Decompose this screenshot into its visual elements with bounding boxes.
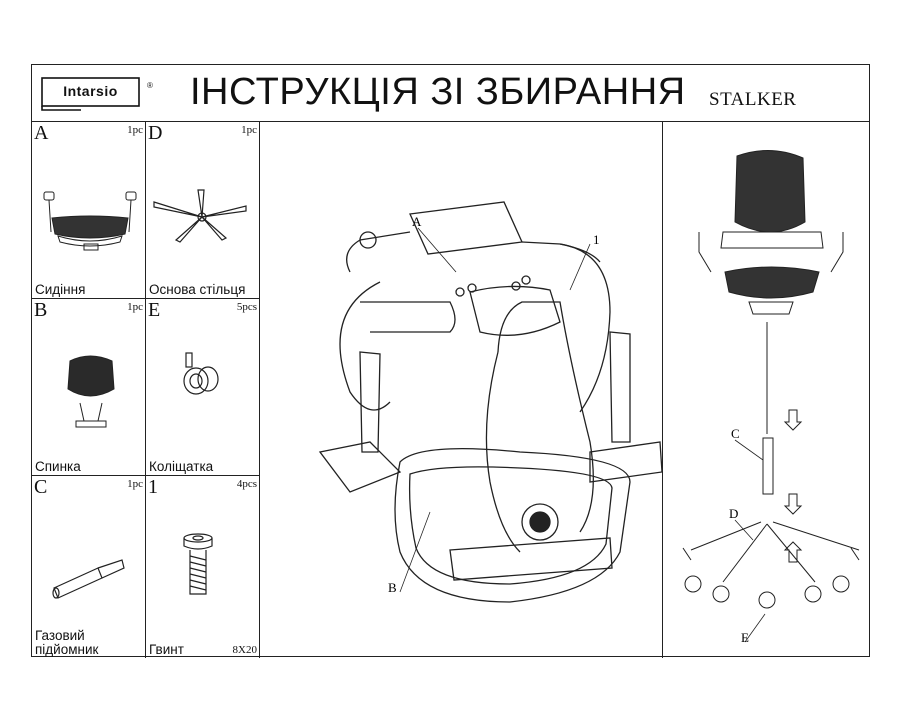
part-letter: C <box>34 476 48 498</box>
final-assembly-illustration: C D E <box>682 149 860 645</box>
part-quantity: 1pc <box>127 124 143 136</box>
part-quantity: 5pcs <box>236 301 257 313</box>
part-quantity: 1pc <box>127 478 143 490</box>
callout-b: B <box>388 580 397 595</box>
callout-1: 1 <box>593 232 600 247</box>
screw-illustration <box>183 533 213 595</box>
seat-illustration <box>43 191 137 251</box>
logo-frame <box>41 77 140 111</box>
part-letter: B <box>34 299 48 321</box>
part-quantity: 4pcs <box>236 478 257 490</box>
gas-lift-illustration <box>52 559 125 599</box>
part-cell-b: B 1pc Спинка <box>32 299 146 476</box>
part-letter: E <box>148 299 161 321</box>
callout-a: A <box>412 214 422 229</box>
part-cell-e: E 5pcs Коліщатка <box>146 299 260 476</box>
part-name: Коліщатка <box>149 459 214 474</box>
registered-mark: ® <box>147 81 153 90</box>
center-assembly-panel: A 1 B <box>260 122 663 658</box>
part-name: Гвинт <box>149 642 184 657</box>
part-spec: 8X20 <box>232 644 257 656</box>
part-letter: A <box>34 122 49 144</box>
part-quantity: 1pc <box>241 124 257 136</box>
part-cell-screw: 1 4pcs Гвинт 8X20 <box>146 476 260 658</box>
model-name: STALKER <box>709 89 797 110</box>
part-name: Сидіння <box>35 282 86 297</box>
callout-d: D <box>729 506 738 521</box>
assembly-illustration: A 1 B <box>318 201 663 603</box>
part-name: Спинка <box>35 459 81 474</box>
backrest-illustration <box>67 355 115 428</box>
brand-logo: Intarsio ® <box>41 77 153 111</box>
base-illustration <box>153 189 247 243</box>
part-cell-c: C 1pc Газовий підйомник <box>32 476 146 658</box>
callout-e: E <box>741 630 749 645</box>
part-letter: D <box>148 122 163 144</box>
caster-illustration <box>183 352 219 395</box>
header: Intarsio ® ІНСТРУКЦІЯ ЗІ ЗБИРАННЯ STALKE… <box>32 65 869 122</box>
logo-text: Intarsio <box>63 83 118 99</box>
part-quantity: 1pc <box>127 301 143 313</box>
right-assembly-panel: C D E <box>663 122 871 658</box>
callout-c: C <box>731 426 740 441</box>
part-cell-d: D 1pc Основа стільця <box>146 122 260 299</box>
instruction-sheet: Intarsio ® ІНСТРУКЦІЯ ЗІ ЗБИРАННЯ STALKE… <box>31 64 871 658</box>
part-letter: 1 <box>148 476 158 498</box>
part-cell-a: A 1pc Сидіння <box>32 122 146 299</box>
part-name: Основа стільця <box>149 282 246 297</box>
part-name: Газовий підйомник <box>35 628 99 657</box>
page-title: ІНСТРУКЦІЯ ЗІ ЗБИРАННЯ <box>190 71 686 113</box>
